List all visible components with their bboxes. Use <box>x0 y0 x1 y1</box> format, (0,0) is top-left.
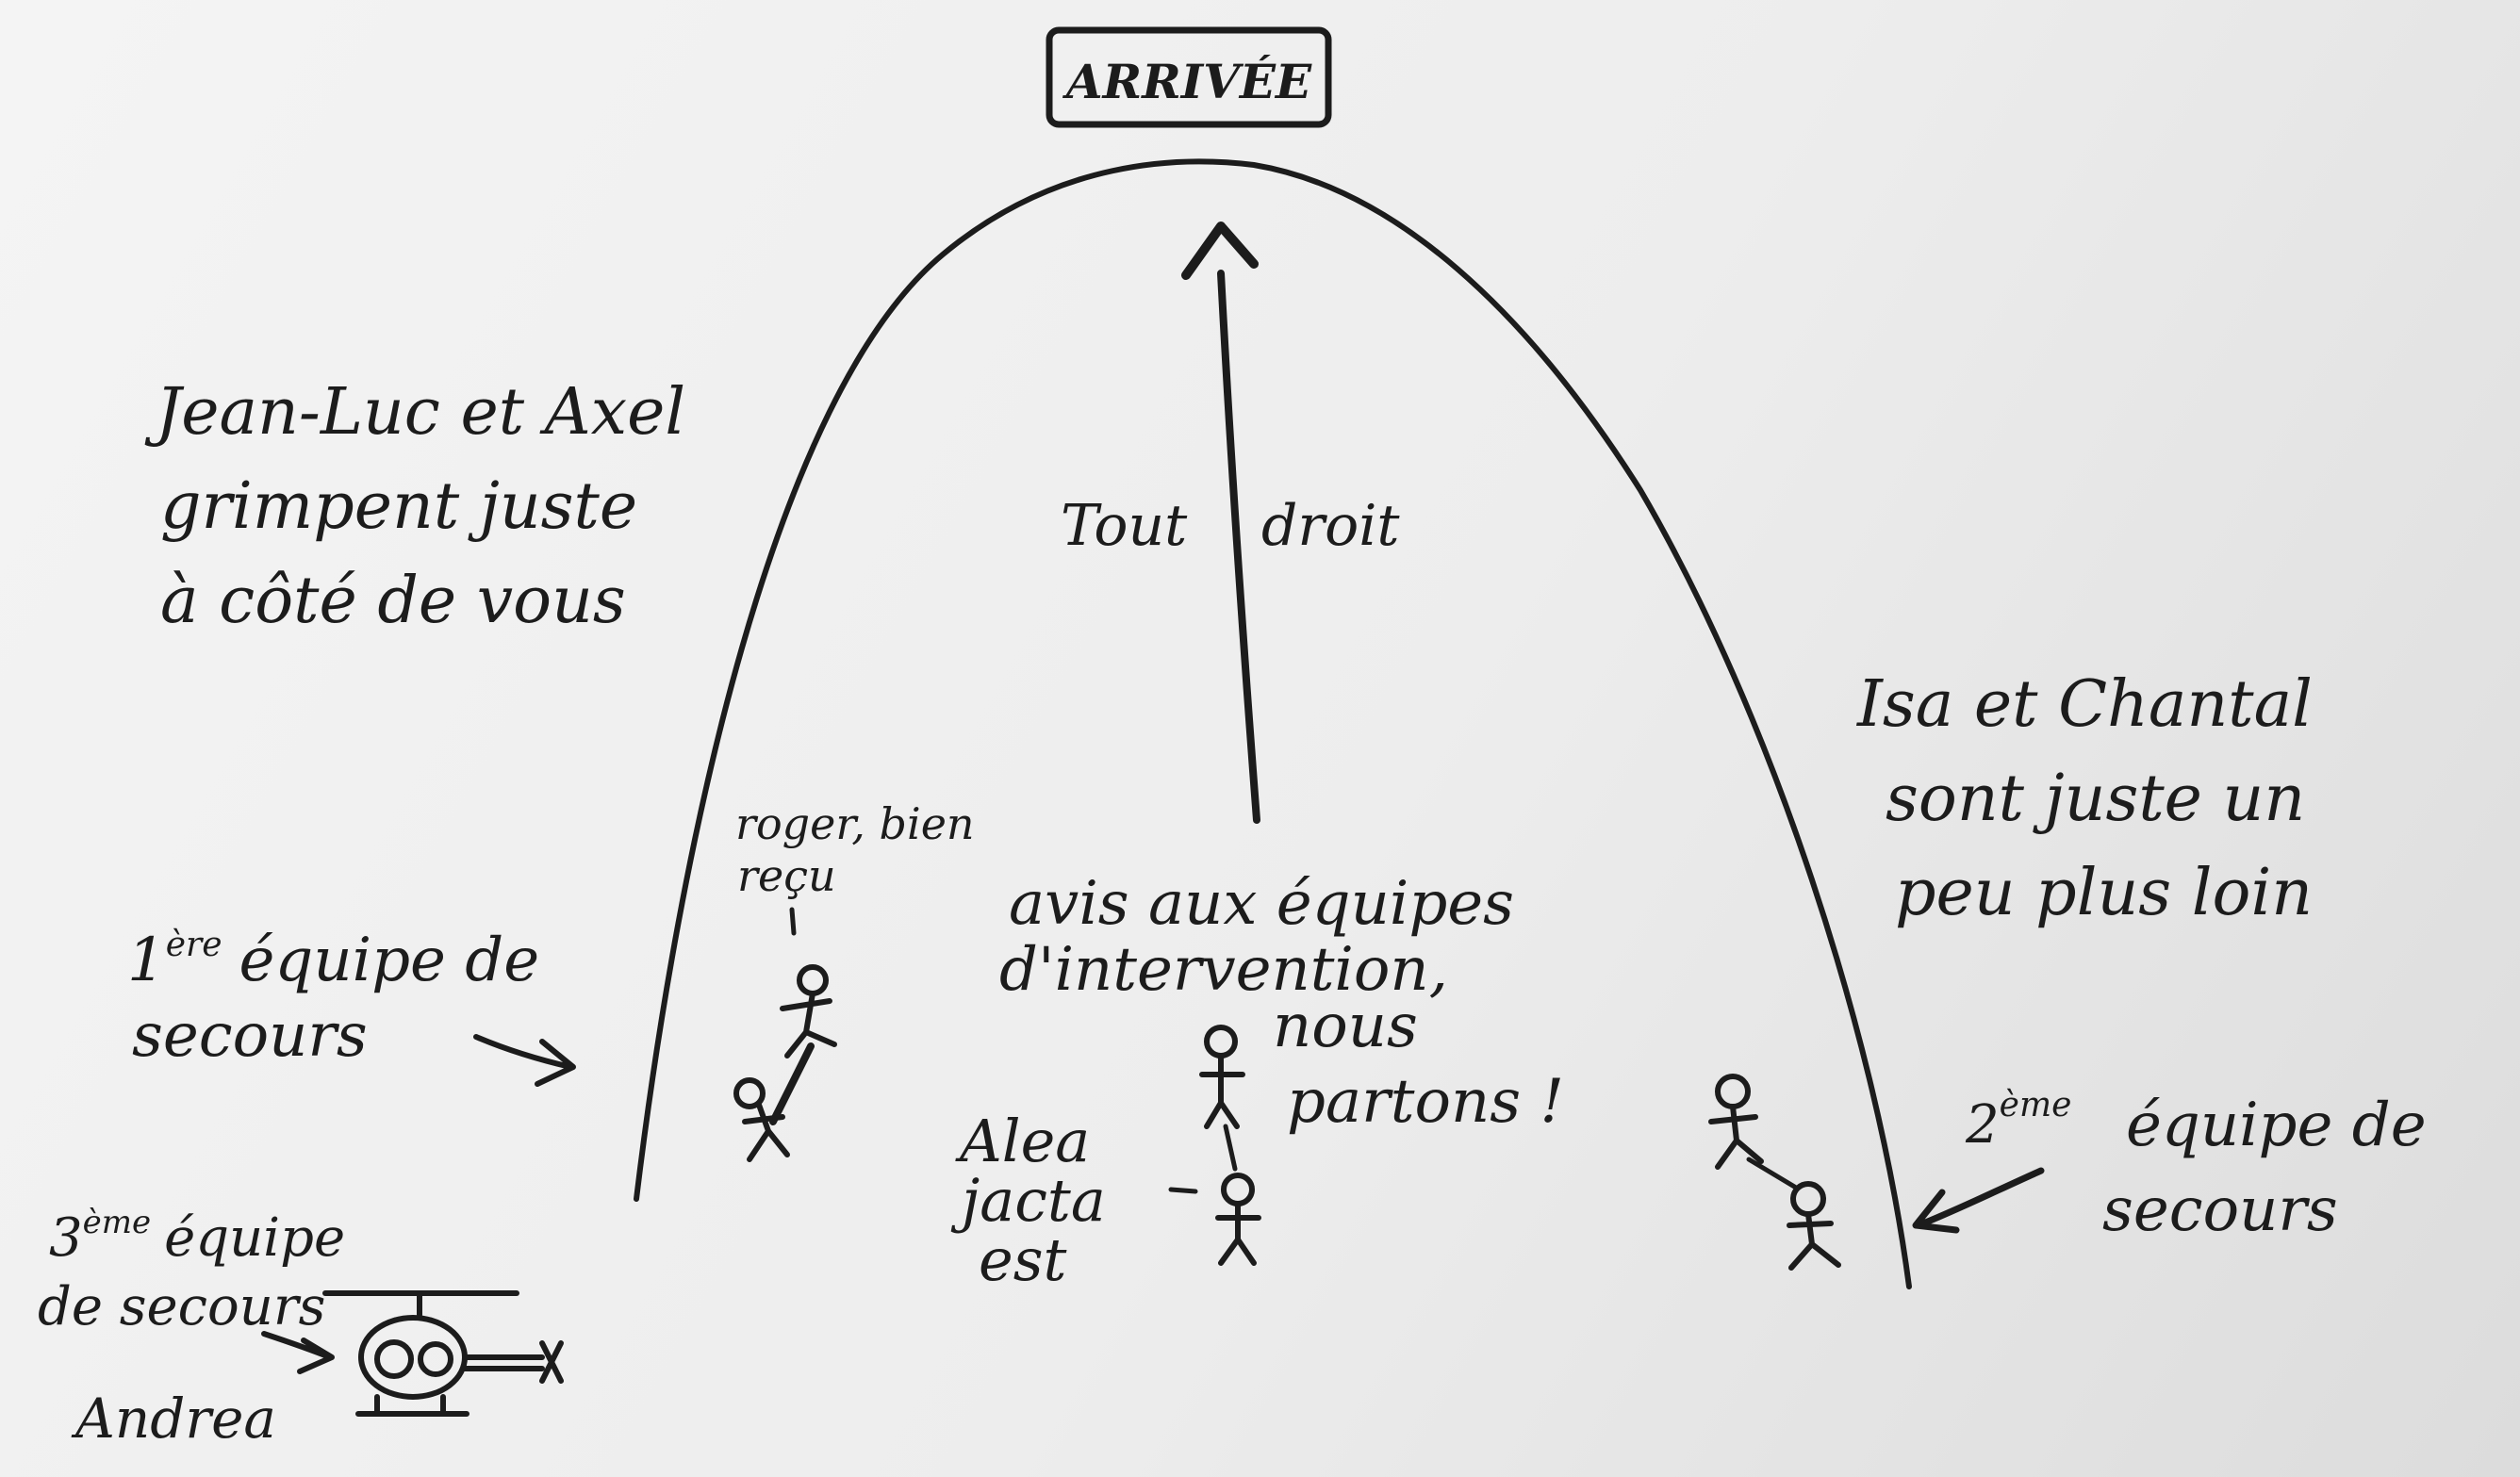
pilot-name: Andrea <box>71 1387 276 1451</box>
note-right: Isa et Chantal sont juste un peu plus lo… <box>1855 667 2313 930</box>
svg-text:2ème: 2ème <box>1965 1086 2071 1156</box>
svg-text:secours: secours <box>132 1001 368 1071</box>
helicopter-icon <box>322 1290 564 1417</box>
announcement: avis aux équipes d'intervention, nous pa… <box>999 869 1564 1137</box>
team2-label: 2ème équipe de secours <box>1965 1086 2427 1245</box>
summit-sign: ARRIVÉE <box>1046 26 1332 128</box>
svg-text:secours: secours <box>2102 1175 2338 1245</box>
summit-sign-label: ARRIVÉE <box>1062 54 1312 109</box>
team1-arrow <box>473 1034 576 1087</box>
team1-climbers <box>733 964 837 1162</box>
svg-text:d'intervention,: d'intervention, <box>999 935 1448 1005</box>
svg-text:partons !: partons ! <box>1287 1067 1564 1137</box>
svg-text:est: est <box>979 1225 1067 1294</box>
svg-text:Alea: Alea <box>955 1107 1090 1175</box>
team2-climbers <box>1708 1074 1841 1271</box>
svg-text:de secours: de secours <box>38 1276 325 1338</box>
alea-jacta-est: Alea jacta est <box>950 1107 1106 1294</box>
svg-text:avis aux équipes: avis aux équipes <box>1009 869 1514 939</box>
svg-text:Isa et Chantal: Isa et Chantal <box>1855 667 2313 742</box>
straight-up-arrow <box>1181 222 1260 824</box>
team3-arrow <box>261 1331 335 1374</box>
center-climbers <box>1168 1025 1261 1266</box>
reply-bubble: roger, bien reçu <box>735 798 975 936</box>
svg-text:roger, bien: roger, bien <box>735 798 975 849</box>
svg-text:nous: nous <box>1273 992 1418 1061</box>
svg-text:peu plus loin: peu plus loin <box>1895 856 2313 930</box>
note-left: Jean-Luc et Axel grimpent juste à côté d… <box>144 375 685 638</box>
svg-text:équipe de: équipe de <box>2126 1091 2427 1160</box>
team2-arrow <box>1912 1167 2045 1234</box>
svg-text:reçu: reçu <box>737 850 836 901</box>
svg-text:jacta: jacta <box>950 1166 1106 1235</box>
svg-text:grimpent juste: grimpent juste <box>160 469 637 544</box>
svg-text:Jean-Luc et Axel: Jean-Luc et Axel <box>144 375 685 450</box>
svg-text:sont juste un: sont juste un <box>1886 762 2305 836</box>
arrow-label-left: Tout <box>1061 493 1188 559</box>
svg-text:à côté de vous: à côté de vous <box>160 564 626 638</box>
mountain-outline <box>634 158 1912 1289</box>
arrow-label-right: droit <box>1261 493 1400 559</box>
